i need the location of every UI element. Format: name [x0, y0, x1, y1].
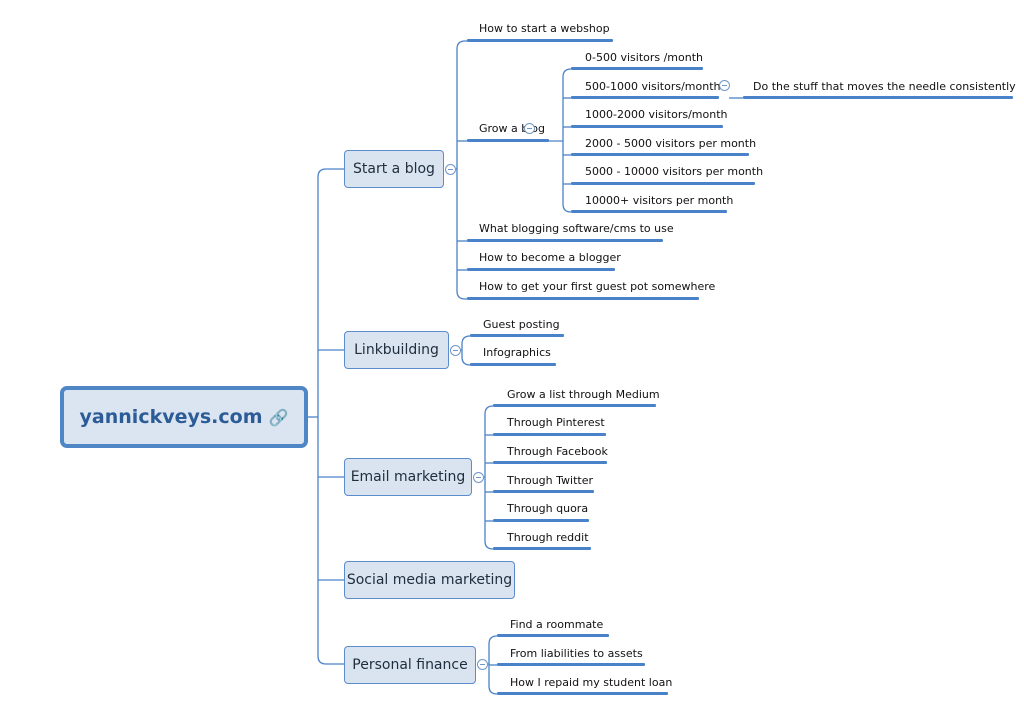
link-icon[interactable]: 🔗 — [268, 407, 289, 427]
collapse-icon[interactable] — [450, 345, 461, 356]
topic-linkbuilding[interactable]: Linkbuilding — [344, 331, 449, 369]
linkbuilding-underline — [470, 363, 556, 366]
linkbuilding-underline — [470, 334, 564, 337]
subtopic-webshop[interactable]: How to start a webshop — [479, 22, 610, 35]
email-item[interactable]: Through reddit — [507, 531, 589, 544]
grow-item-underline — [571, 67, 703, 70]
email-underline — [493, 461, 607, 464]
finance-item[interactable]: Find a roommate — [510, 618, 604, 631]
email-item[interactable]: Through Pinterest — [507, 416, 605, 429]
finance-underline — [497, 663, 645, 666]
needle-item[interactable]: Do the stuff that moves the needle consi… — [753, 80, 1016, 93]
collapse-icon[interactable] — [473, 472, 484, 483]
subtopic-underline — [467, 297, 699, 300]
subtopic-underline — [467, 239, 663, 242]
finance-underline — [497, 692, 668, 695]
grow-item[interactable]: 500-1000 visitors/month — [585, 80, 721, 93]
needle-item-underline — [743, 96, 1013, 99]
grow-item[interactable]: 1000-2000 visitors/month — [585, 108, 728, 121]
grow-item-underline — [571, 96, 719, 99]
subtopic-guest-pot[interactable]: How to get your first guest pot somewher… — [479, 280, 716, 293]
grow-item[interactable]: 0-500 visitors /month — [585, 51, 704, 64]
central-topic-label: yannickveys.com — [79, 406, 263, 428]
topic-personal-finance[interactable]: Personal finance — [344, 646, 476, 684]
email-underline — [493, 519, 589, 522]
email-underline — [493, 433, 606, 436]
grow-item[interactable]: 10000+ visitors per month — [585, 194, 734, 207]
email-underline — [493, 547, 591, 550]
grow-item-underline — [571, 182, 755, 185]
linkbuilding-item[interactable]: Guest posting — [483, 318, 560, 331]
subtopic-blogging-software[interactable]: What blogging software/cms to use — [479, 222, 674, 235]
grow-item[interactable]: 2000 - 5000 visitors per month — [585, 137, 757, 150]
email-item[interactable]: Through Facebook — [507, 445, 608, 458]
email-item[interactable]: Grow a list through Medium — [507, 388, 660, 401]
email-underline — [493, 490, 594, 493]
subtopic-grow-a-blog[interactable]: Grow a blog — [479, 122, 546, 135]
email-item[interactable]: Through quora — [507, 502, 589, 515]
grow-item-underline — [571, 153, 749, 156]
grow-item-underline — [571, 125, 723, 128]
finance-underline — [497, 634, 609, 637]
finance-item[interactable]: How I repaid my student loan — [510, 676, 673, 689]
email-item[interactable]: Through Twitter — [507, 474, 593, 487]
grow-item-underline — [571, 210, 727, 213]
collapse-icon[interactable] — [477, 659, 488, 670]
grow-item[interactable]: 5000 - 10000 visitors per month — [585, 165, 764, 178]
topic-start-a-blog[interactable]: Start a blog — [344, 150, 444, 188]
subtopic-become-blogger[interactable]: How to become a blogger — [479, 251, 621, 264]
collapse-icon[interactable] — [719, 80, 730, 91]
email-underline — [493, 404, 656, 407]
linkbuilding-item[interactable]: Infographics — [483, 346, 551, 359]
topic-email-marketing[interactable]: Email marketing — [344, 458, 472, 496]
subtopic-underline — [467, 268, 615, 271]
finance-item[interactable]: From liabilities to assets — [510, 647, 643, 660]
central-topic[interactable]: yannickveys.com 🔗 — [60, 386, 308, 448]
subtopic-underline — [467, 139, 549, 142]
subtopic-underline — [467, 39, 613, 42]
collapse-icon[interactable] — [445, 164, 456, 175]
collapse-icon[interactable] — [524, 123, 535, 134]
topic-social-media-marketing[interactable]: Social media marketing — [344, 561, 515, 599]
